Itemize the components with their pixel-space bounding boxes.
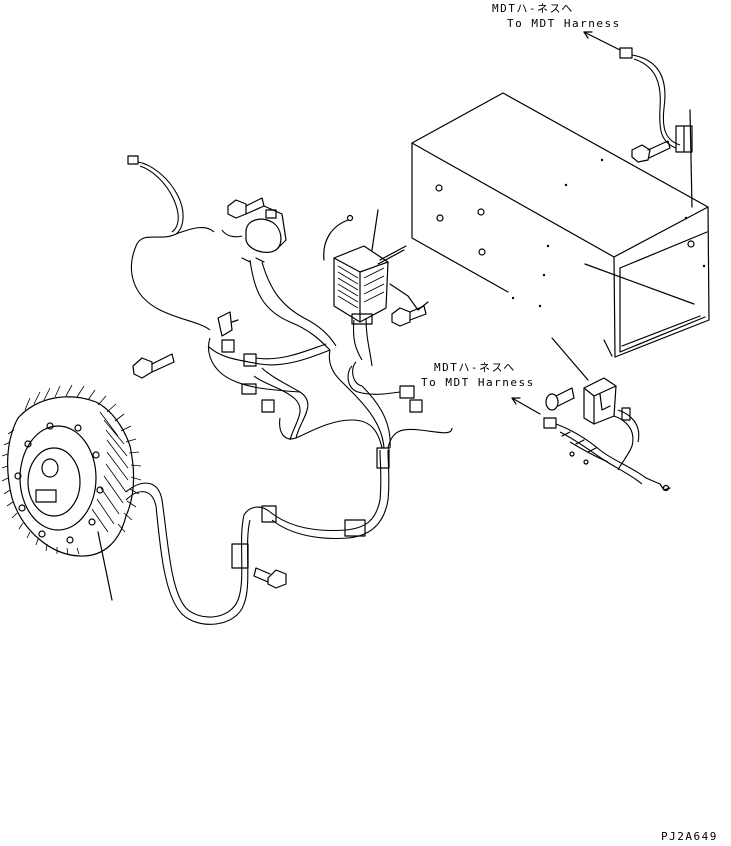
- top-harness-connector: [583, 31, 693, 153]
- main-harness: [125, 311, 453, 625]
- bolt-bottom: [253, 567, 287, 589]
- mid-harness-label-jp: MDTハ-ネスヘ: [434, 361, 516, 374]
- controller-module: [323, 209, 429, 367]
- mounting-box: [411, 92, 710, 358]
- sensor-relay: [221, 197, 337, 351]
- bolt-right-small: [545, 387, 575, 411]
- top-harness-label-jp: MDTハ-ネスヘ: [492, 2, 574, 15]
- bolt-module: [391, 305, 427, 327]
- bolt-top-right: [631, 140, 671, 163]
- drawing-number: PJ2A649: [661, 830, 718, 843]
- fan-wheel: [1, 384, 142, 601]
- mid-harness-label-en: To MDT Harness: [421, 376, 535, 389]
- upper-left-wire: [127, 155, 215, 331]
- top-harness-label-en: To MDT Harness: [507, 17, 621, 30]
- right-connector-assembly: [511, 337, 671, 492]
- bolt-left: [132, 353, 175, 379]
